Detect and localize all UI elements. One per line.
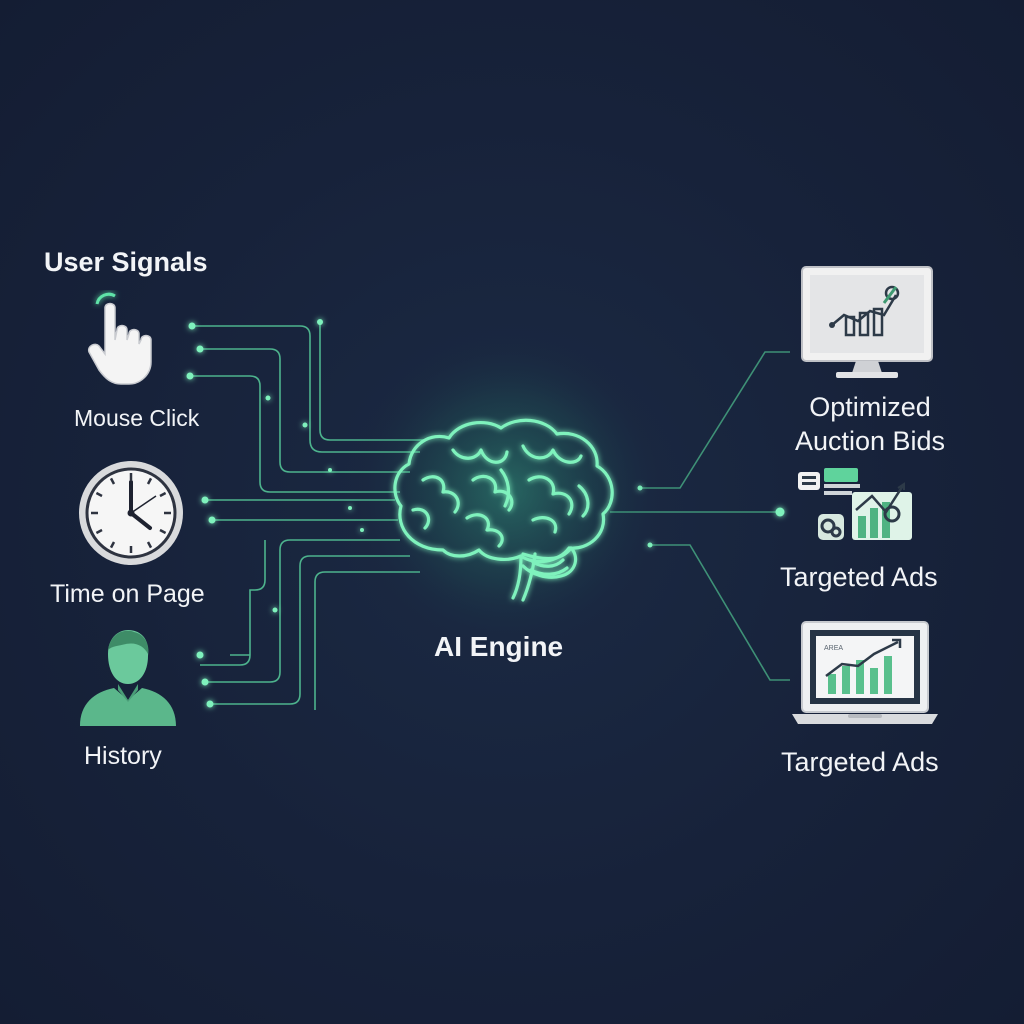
optimized-auction-bids-label: Optimized Auction Bids (790, 390, 950, 458)
targeted-ads-label-1: Targeted Ads (780, 562, 938, 592)
targeted-ads-label-2: Targeted Ads (781, 747, 939, 777)
hand-pointer-click-icon (87, 292, 152, 385)
optimized-auction-bids-line2: Auction Bids (794, 426, 946, 456)
svg-text:AREA: AREA (824, 645, 843, 652)
clock-icon (79, 461, 183, 565)
input-circuit-lines (190, 322, 425, 710)
time-on-page-label: Time on Page (50, 580, 205, 608)
input-node-dots (186, 319, 364, 708)
ai-engine-label: AI Engine (434, 631, 564, 662)
brain-icon (393, 418, 614, 602)
laptop-chart-icon: AREA (792, 621, 938, 724)
monitor-chart-icon (801, 266, 933, 378)
user-signals-heading: User Signals (44, 247, 208, 277)
ad-collage-icon (798, 468, 912, 540)
mouse-click-label: Mouse Click (74, 405, 200, 431)
user-silhouette-icon (80, 630, 176, 726)
optimized-auction-bids-line1: Optimized (809, 392, 931, 422)
history-label: History (84, 742, 162, 770)
